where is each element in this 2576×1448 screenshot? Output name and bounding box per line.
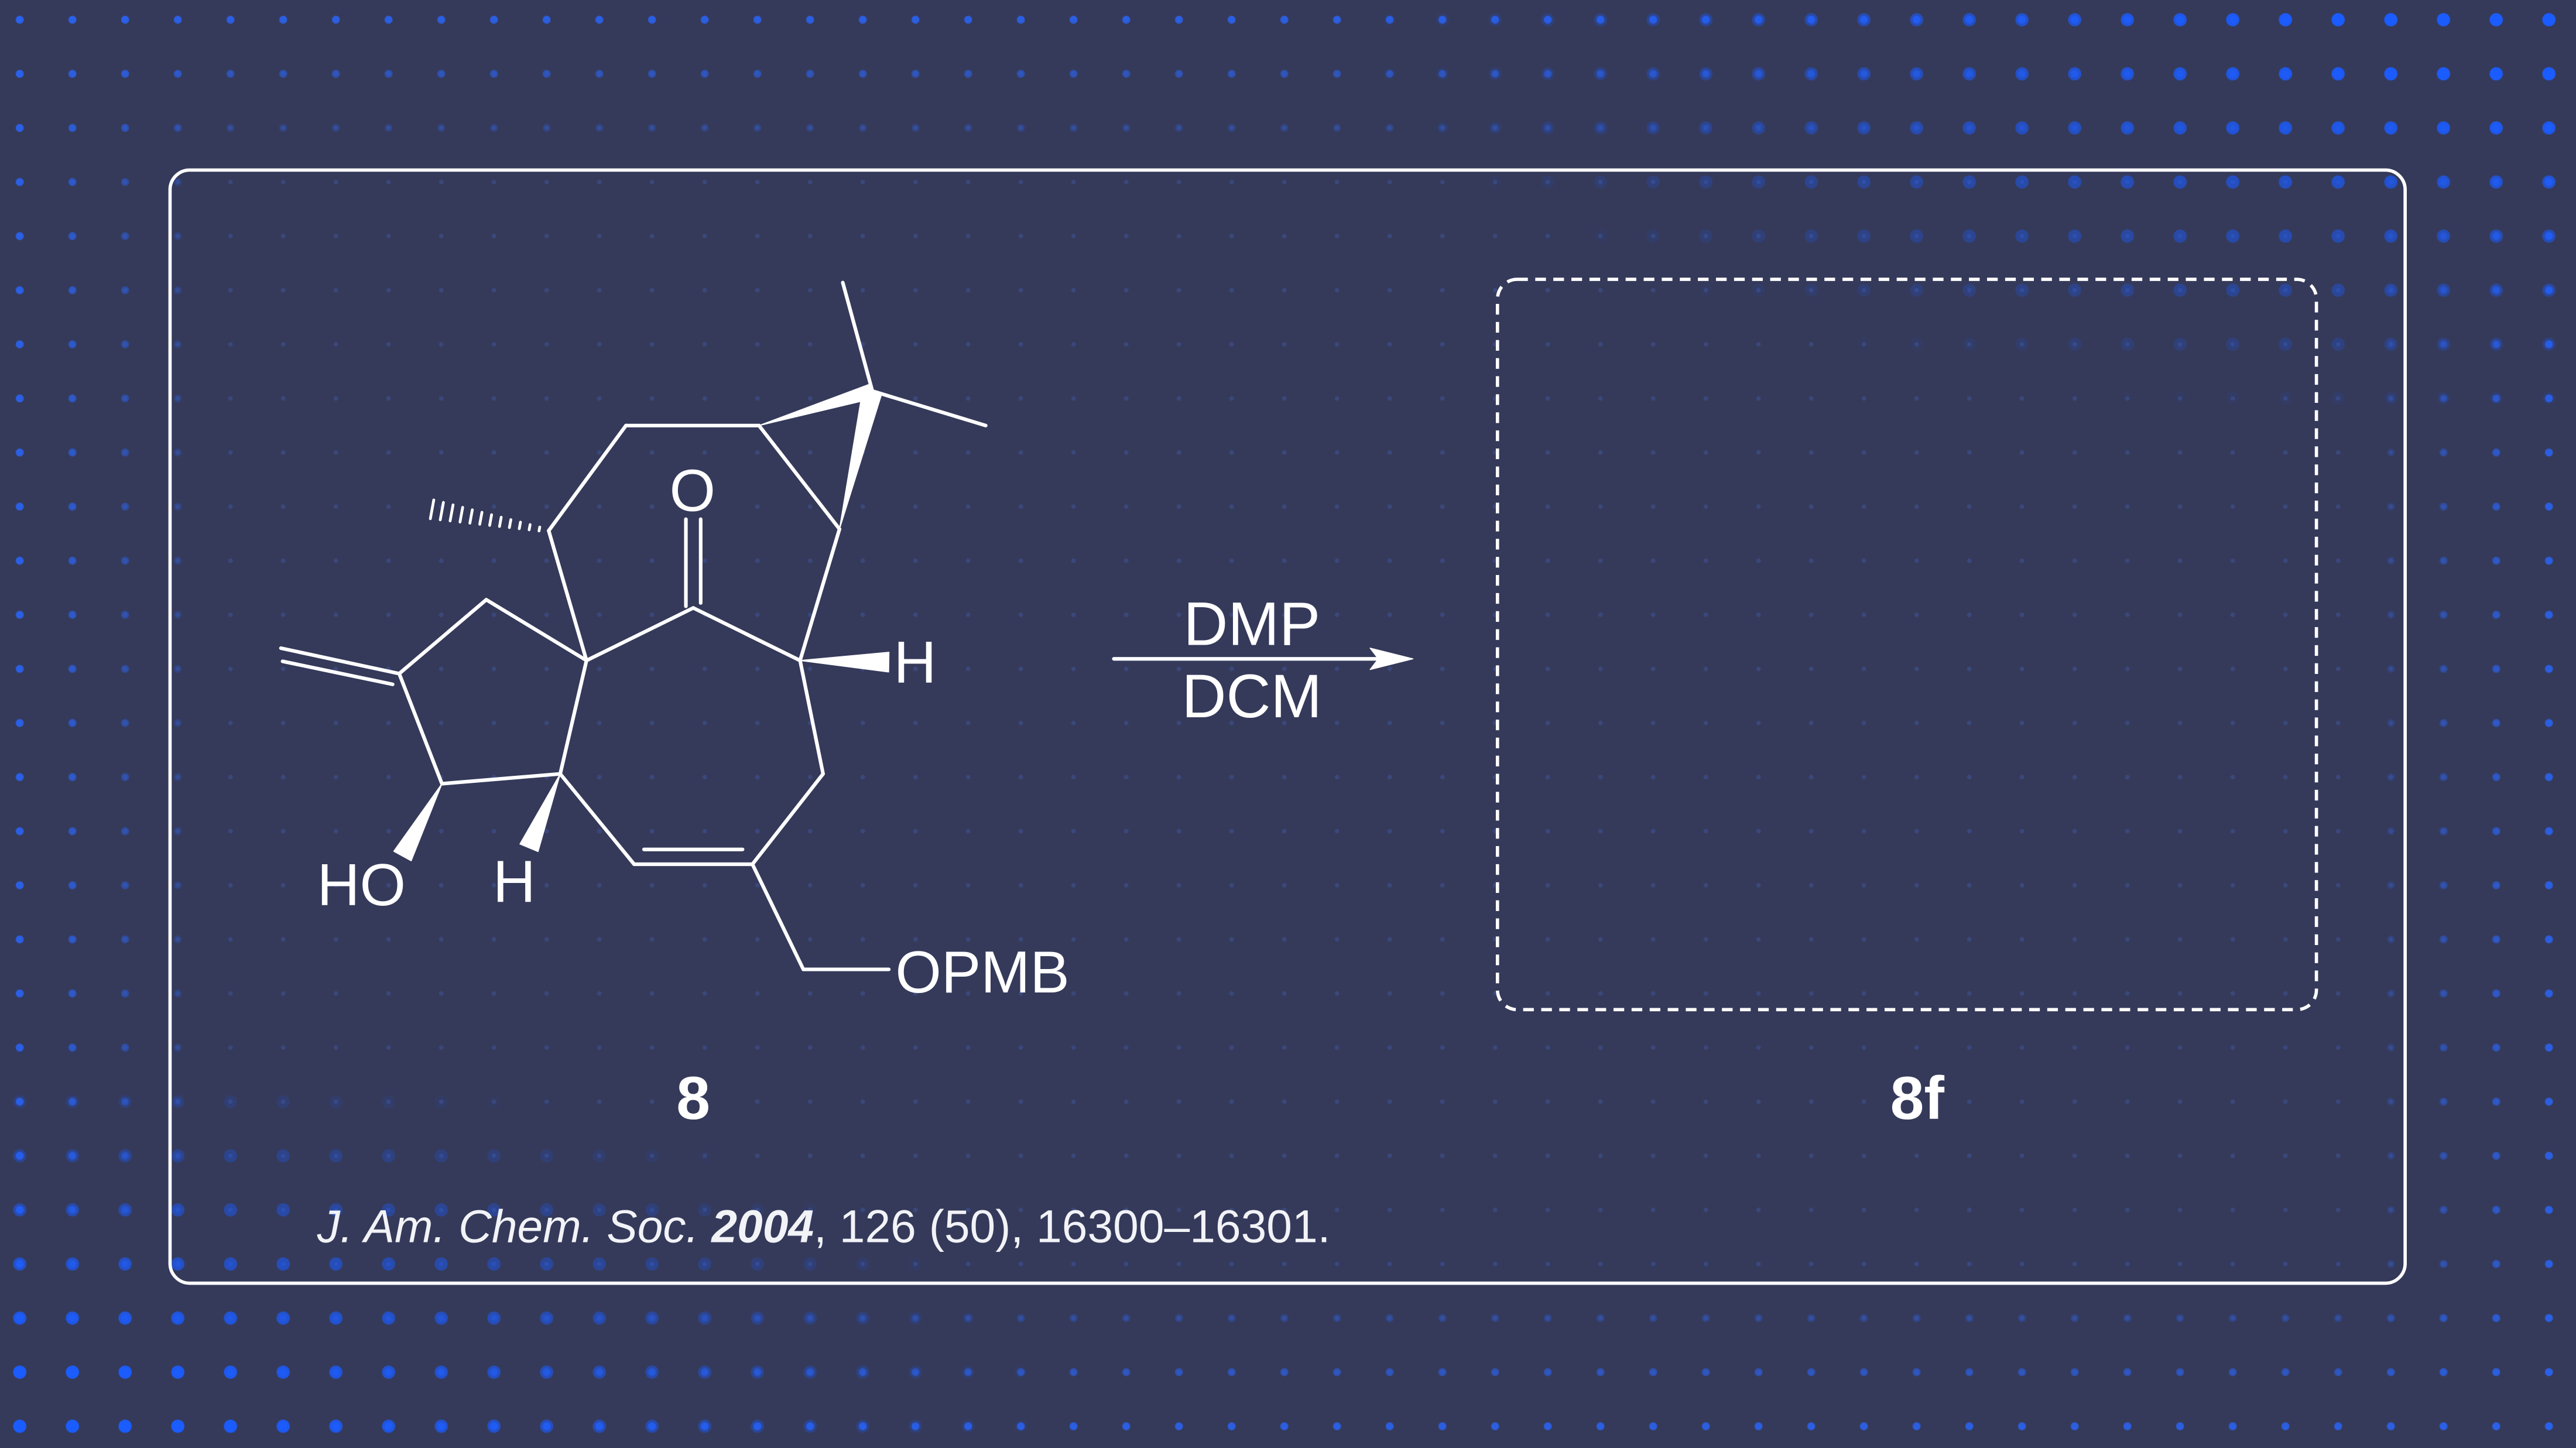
atom-label-hydrogen-right: H: [894, 630, 937, 696]
wedge-bond-cyclopropane: [839, 388, 883, 530]
hash-line: [429, 498, 436, 521]
atom-label-carbonyl-oxygen: O: [669, 458, 715, 524]
hash-line: [468, 508, 474, 525]
hash-line: [458, 506, 464, 523]
bond: [798, 527, 842, 663]
citation-space: [699, 1200, 712, 1252]
bond: [798, 658, 825, 776]
product-placeholder-box: [1495, 278, 2318, 1012]
citation-details: , 126 (50), 16300–16301.: [814, 1200, 1330, 1252]
bond-methyl: [870, 389, 988, 427]
bond: [547, 529, 588, 663]
bond: [757, 423, 842, 531]
citation-year: 2004: [710, 1200, 814, 1252]
bond: [584, 606, 696, 663]
bond: [751, 772, 825, 867]
atom-label-hydrogen-lower: H: [493, 850, 536, 915]
product-label: 8f: [1890, 1064, 1945, 1132]
bond-methyl: [841, 280, 875, 393]
bond: [484, 598, 588, 663]
hashed-bond-methyl: [429, 498, 542, 533]
hash-line: [488, 513, 494, 527]
bond: [397, 672, 444, 786]
bond-exo-methylene-1: [279, 646, 401, 676]
hash-line: [527, 523, 532, 532]
citation-journal: J. Am. Chem. Soc.: [317, 1200, 699, 1252]
hash-line: [518, 521, 522, 530]
reagent-above-arrow: DMP: [1183, 590, 1320, 658]
bond: [547, 423, 628, 533]
hash-line: [537, 525, 542, 533]
bond: [751, 862, 806, 971]
hash-line: [448, 503, 455, 523]
atom-label-hydroxyl: HO: [317, 853, 406, 918]
reactant-structure: O H HO H OPMB: [279, 280, 1070, 1005]
bond: [558, 658, 588, 776]
bond: [397, 598, 488, 676]
bond: [558, 772, 636, 867]
reaction-arrow: [1112, 648, 1414, 670]
wedge-bond-hydrogen: [519, 773, 561, 853]
atom-label-opmb: OPMB: [895, 940, 1069, 1005]
reactant-label: 8: [676, 1064, 710, 1132]
wedge-bond-hydroxyl: [393, 783, 443, 861]
wedge-bond-cyclopropane: [758, 383, 875, 426]
hash-line: [439, 501, 445, 522]
bond: [691, 606, 802, 663]
bond: [440, 772, 562, 786]
hash-line: [508, 518, 512, 529]
bond-exo-methylene-2: [280, 659, 395, 686]
solvent-below-arrow: DCM: [1181, 662, 1322, 731]
arrow-head-icon: [1369, 648, 1414, 670]
citation: J. Am. Chem. Soc. 2004, 126 (50), 16300–…: [317, 1200, 1331, 1252]
hash-line: [478, 511, 484, 526]
hash-line: [498, 515, 503, 528]
wedge-bond-hydrogen: [799, 652, 890, 673]
reaction-panel: [168, 168, 2407, 1285]
